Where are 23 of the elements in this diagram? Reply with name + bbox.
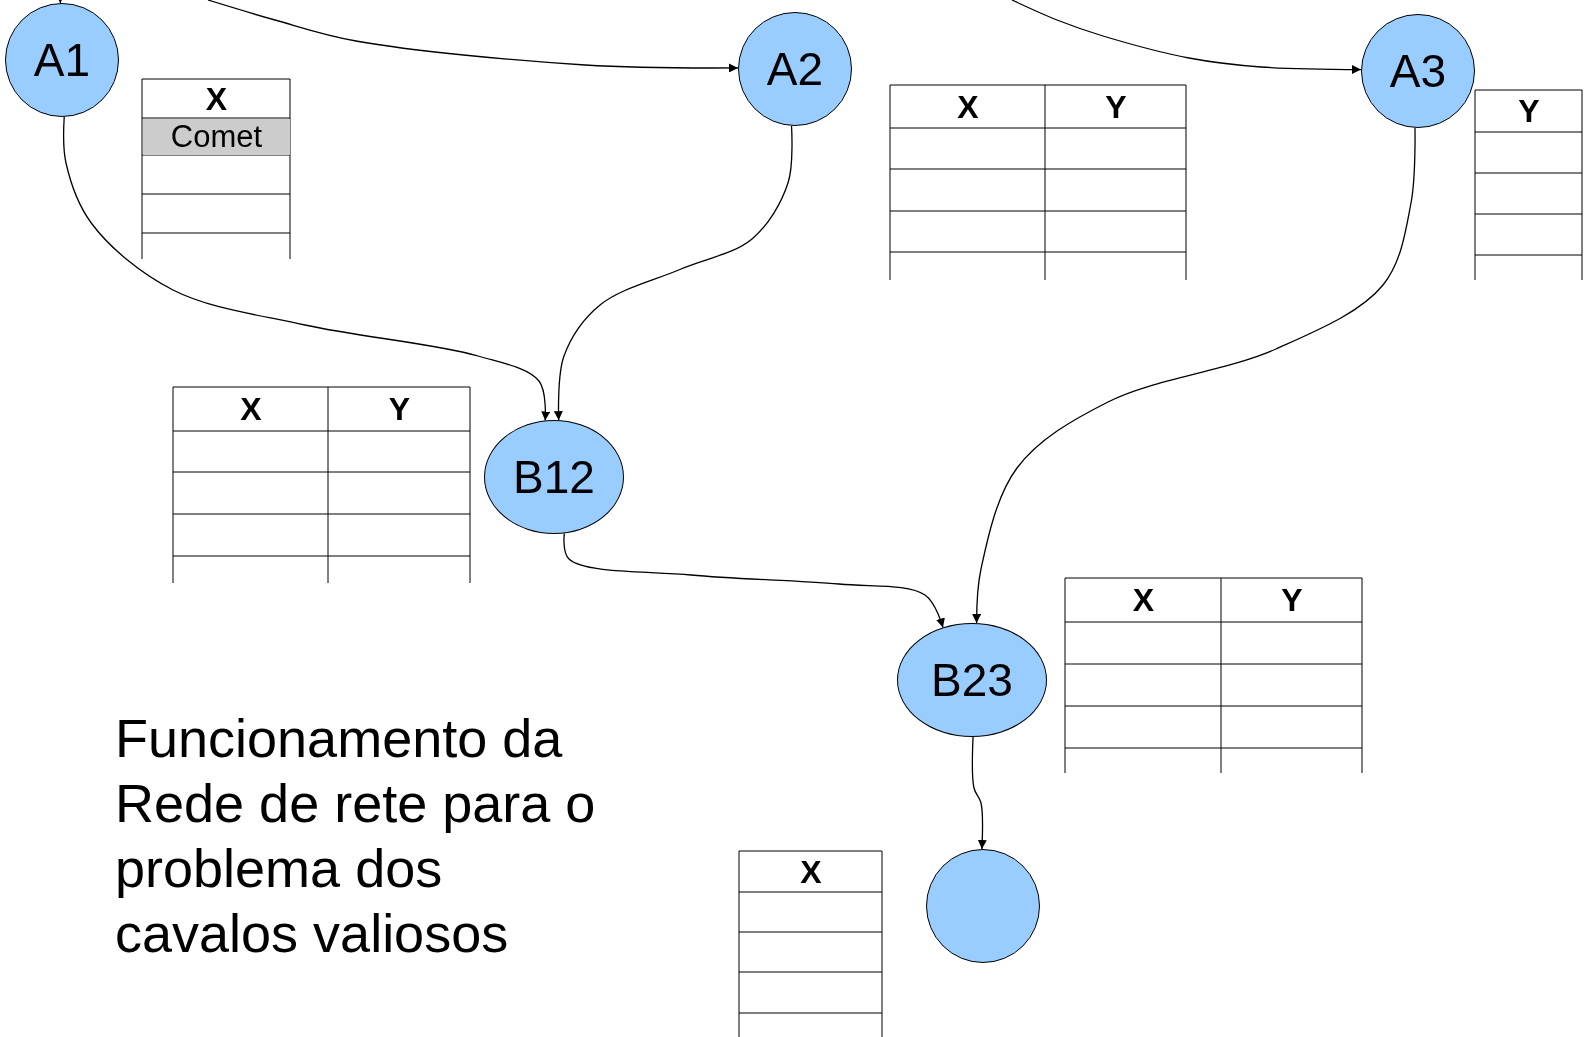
table-cell: Comet	[143, 119, 290, 155]
arrow	[563, 532, 945, 629]
column-header: Y	[1517, 92, 1541, 131]
column-header: X	[799, 852, 823, 892]
node-label: A2	[766, 42, 824, 96]
node-label: B23	[931, 653, 1013, 707]
arrow	[63, 116, 551, 422]
node-label: A1	[33, 33, 91, 87]
node-label: A3	[1389, 44, 1447, 98]
arrow	[972, 127, 1416, 624]
arrow	[553, 125, 793, 421]
caption: Funcionamento da Rede de rete para o problema dos cavalos valiosos	[115, 707, 597, 965]
column-header: X	[956, 87, 980, 127]
column-header: X	[1131, 581, 1156, 620]
column-header: X	[204, 80, 229, 118]
column-header: X	[239, 390, 263, 429]
column-header: Y	[387, 390, 412, 429]
arrow	[207, 0, 739, 73]
column-header: Y	[1104, 87, 1128, 127]
arrow	[971, 736, 987, 850]
column-header: Y	[1280, 581, 1304, 620]
node-label: B12	[513, 450, 595, 504]
arrow	[1011, 0, 1362, 74]
